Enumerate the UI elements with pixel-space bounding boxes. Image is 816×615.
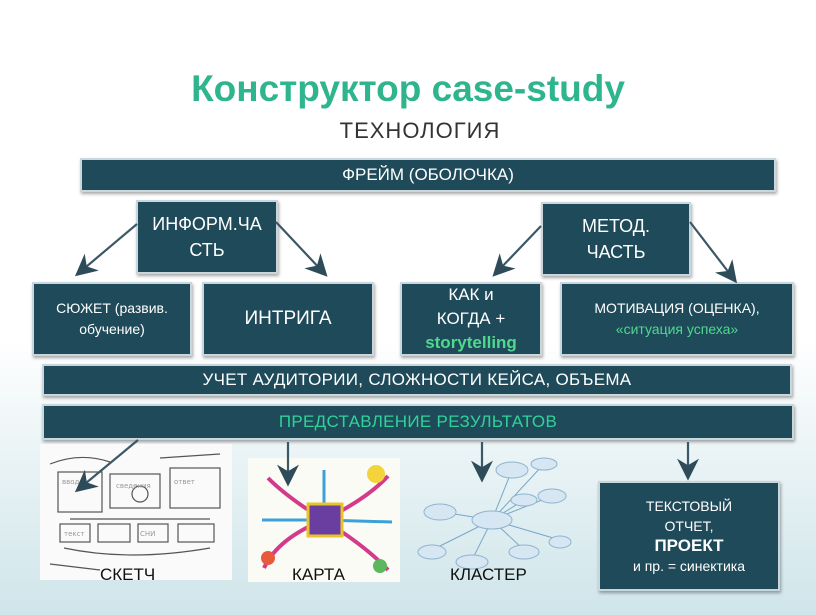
cluster-image: [417, 457, 572, 570]
page-title: Конструктор case-study: [191, 68, 625, 109]
report-line4: и пр. = синектика: [633, 558, 745, 574]
frame-box: ФРЕЙМ (ОБОЛОЧКА): [80, 158, 776, 192]
sketch-image: ввода сведения ответ текст СНИ: [40, 444, 232, 580]
motivation-line1: МОТИВАЦИЯ (ОЦЕНКА),: [594, 300, 760, 316]
plot-box: СЮЖЕТ (развив. обучение): [32, 282, 192, 356]
arrow-to-how: [492, 225, 542, 277]
svg-text:сведения: сведения: [116, 482, 151, 490]
intrigue-box: ИНТРИГА: [202, 282, 374, 356]
sketch-label: СКЕТЧ: [100, 565, 156, 584]
method-part-box: МЕТОД. ЧАСТЬ: [541, 202, 691, 276]
cluster-label: КЛАСТЕР: [450, 565, 527, 584]
report-project: ПРОЕКТ: [654, 536, 724, 555]
method-line1: МЕТОД.: [582, 216, 650, 236]
inform-line2: СТЬ: [189, 240, 225, 260]
motivation-line2: «ситуация успеха»: [615, 321, 739, 337]
arrow-to-plot: [74, 223, 138, 277]
how-when-box: КАК и КОГДА + storytelling: [400, 282, 542, 356]
inform-part-box: ИНФОРМ.ЧА СТЬ: [136, 200, 278, 274]
arrow-to-motivation: [689, 221, 738, 284]
report-line1: ТЕКСТОВЫЙ: [645, 498, 733, 514]
arrow-to-intrigue: [275, 221, 328, 277]
results-bar: ПРЕДСТАВЛЕНИЕ РЕЗУЛЬТАТОВ: [42, 404, 794, 440]
svg-text:ответ: ответ: [174, 478, 195, 486]
storytelling-label: storytelling: [425, 333, 517, 352]
motivation-box: МОТИВАЦИЯ (ОЦЕНКА), «ситуация успеха»: [560, 282, 794, 356]
svg-text:ввода: ввода: [62, 478, 84, 486]
audience-bar: УЧЕТ АУДИТОРИИ, СЛОЖНОСТИ КЕЙСА, ОБЪЕМА: [42, 364, 792, 396]
text-report-box: ТЕКСТОВЫЙ ОТЧЕТ, ПРОЕКТ и пр. = синектик…: [598, 481, 780, 591]
svg-text:текст: текст: [64, 530, 85, 538]
inform-line1: ИНФОРМ.ЧА: [152, 214, 262, 234]
method-line2: ЧАСТЬ: [586, 242, 646, 262]
page-subtitle: ТЕХНОЛОГИЯ: [339, 118, 501, 143]
map-label: КАРТА: [292, 565, 345, 584]
svg-text:СНИ: СНИ: [140, 530, 155, 538]
plot-line2: обучение): [79, 321, 145, 337]
plot-line1: СЮЖЕТ (развив.: [56, 300, 168, 316]
how-line2: КОГДА +: [436, 309, 506, 328]
how-line1: КАК и: [448, 285, 494, 304]
mindmap-image: [248, 458, 400, 582]
report-line2: ОТЧЕТ,: [664, 518, 714, 534]
